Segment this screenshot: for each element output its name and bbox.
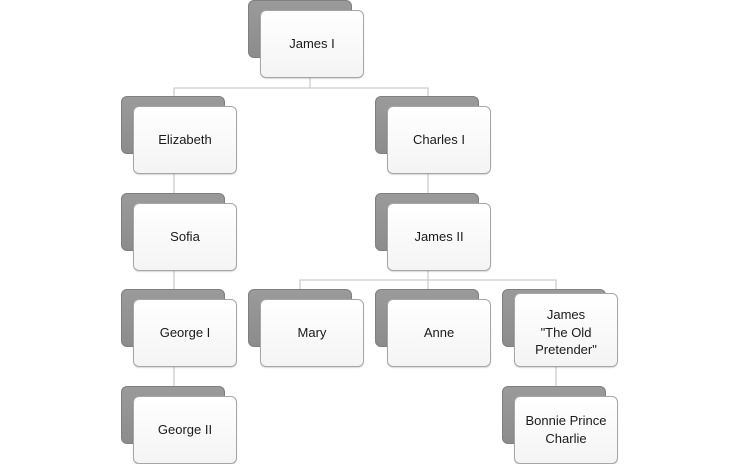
- node-george-i: George I: [121, 289, 237, 367]
- node-label-bonnie-prince-charlie: Bonnie Prince Charlie: [514, 396, 618, 464]
- node-charles-i: Charles I: [375, 96, 491, 174]
- node-anne: Anne: [375, 289, 491, 367]
- node-elizabeth: Elizabeth: [121, 96, 237, 174]
- node-bonnie-prince-charlie: Bonnie Prince Charlie: [502, 386, 618, 464]
- node-james-i: James I: [248, 0, 364, 78]
- node-mary: Mary: [248, 289, 364, 367]
- node-label-james-ii: James II: [387, 203, 491, 271]
- node-label-anne: Anne: [387, 299, 491, 367]
- node-label-elizabeth: Elizabeth: [133, 106, 237, 174]
- node-george-ii: George II: [121, 386, 237, 464]
- node-label-george-ii: George II: [133, 396, 237, 464]
- node-label-george-i: George I: [133, 299, 237, 367]
- node-james-ii: James II: [375, 193, 491, 271]
- node-label-sofia: Sofia: [133, 203, 237, 271]
- node-label-james-old-pretender: James "The Old Pretender": [514, 293, 618, 367]
- node-label-james-i: James I: [260, 10, 364, 78]
- node-james-old-pretender: James "The Old Pretender": [502, 289, 618, 367]
- node-label-charles-i: Charles I: [387, 106, 491, 174]
- node-sofia: Sofia: [121, 193, 237, 271]
- node-label-mary: Mary: [260, 299, 364, 367]
